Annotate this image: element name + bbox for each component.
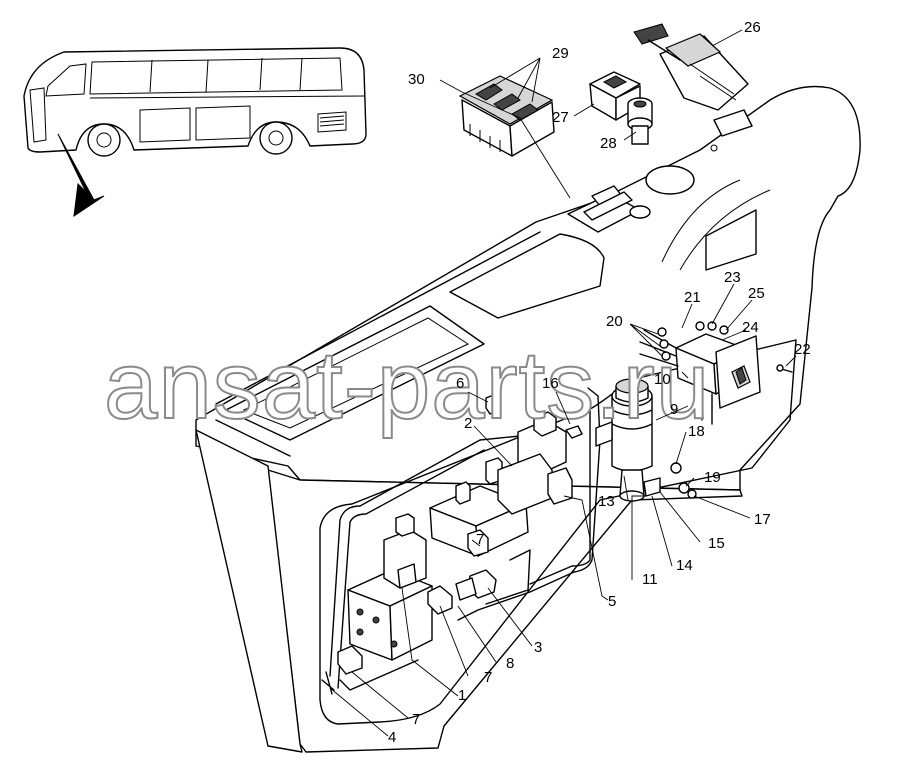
rocker-switch-30-29: [458, 75, 555, 157]
callout-1: 1: [458, 687, 466, 704]
callout-17: 17: [754, 511, 771, 528]
control-unit-10: [639, 321, 793, 425]
callout-7-middle: 7: [484, 669, 492, 686]
callout-5: 5: [608, 593, 616, 610]
callout-26: 26: [744, 19, 761, 36]
callout-25: 25: [748, 285, 765, 302]
leader-lines: [329, 29, 797, 737]
callout-19: 19: [704, 469, 721, 486]
callout-21: 21: [684, 289, 701, 306]
callout-18: 18: [688, 423, 705, 440]
lever-switch-26: [633, 23, 749, 111]
callout-8: 8: [506, 655, 514, 672]
callout-29: 29: [552, 45, 569, 62]
callout-13: 13: [598, 493, 615, 510]
bus-locator-illustration: [23, 47, 367, 218]
callout-7-upper: 7: [476, 531, 484, 548]
callout-22: 22: [794, 341, 811, 358]
callout-7-lower: 7: [412, 711, 420, 728]
callout-3: 3: [534, 639, 542, 656]
callout-15: 15: [708, 535, 725, 552]
callout-labels: 30 29 27 28 26 6 16 2 7 20 21 23 25 24 2…: [388, 19, 811, 746]
fittings: [321, 393, 583, 695]
callout-28: 28: [600, 135, 617, 152]
callout-4: 4: [388, 729, 396, 746]
pointer-arrow-icon: [57, 133, 105, 218]
callout-30: 30: [408, 71, 425, 88]
callout-23: 23: [724, 269, 741, 286]
callout-16: 16: [542, 375, 559, 392]
callout-9: 9: [670, 401, 678, 418]
watermark-text: ansat-parts.ru: [104, 332, 710, 439]
valve-block-2: [429, 411, 573, 557]
callout-6: 6: [456, 375, 464, 392]
socket-plug-28: [627, 97, 653, 145]
hydraulic-lines: [329, 387, 601, 691]
callout-10: 10: [654, 371, 671, 388]
callout-20: 20: [606, 313, 623, 330]
callout-2: 2: [464, 415, 472, 432]
callout-11: 11: [642, 571, 658, 588]
valve-block-1: [347, 513, 433, 661]
callout-24: 24: [742, 319, 759, 336]
callout-14: 14: [676, 557, 693, 574]
callout-27: 27: [552, 109, 569, 126]
